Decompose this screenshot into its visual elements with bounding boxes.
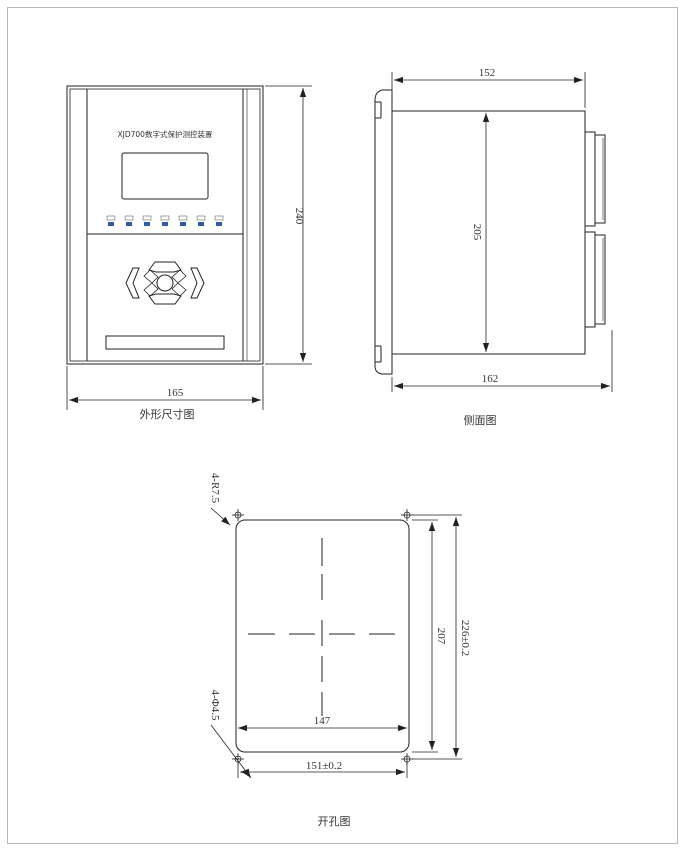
cutout-caption: 开孔图 [318, 815, 351, 828]
front-height-dim: 240 [293, 208, 305, 225]
side-bottom-dim: 162 [482, 373, 499, 385]
mounting-holes [232, 509, 413, 765]
side-caption: 侧面图 [464, 414, 497, 427]
cutout-outer-width-dim: 151±0.2 [306, 760, 342, 772]
side-body [391, 110, 586, 355]
led-indicators [108, 222, 222, 226]
key-enter [156, 274, 174, 292]
corner-radius-label: 4-R7.5 [209, 473, 221, 504]
cutout-view [232, 509, 413, 765]
front-width-dim: 165 [167, 387, 184, 399]
device-title: XJD700数字式保护测控装置 [118, 129, 213, 139]
key-right [190, 267, 205, 299]
side-view [374, 89, 606, 375]
lcd-screen [121, 152, 209, 200]
key-left [125, 267, 140, 299]
outer-frame [7, 7, 678, 844]
front-inner-frame [69, 88, 261, 362]
side-height-dim: 205 [471, 224, 483, 241]
cutout-opening [235, 519, 410, 753]
label-slot [105, 335, 225, 350]
cutout-dimensions [210, 507, 462, 779]
cutout-inner-height-dim: 207 [435, 628, 447, 645]
front-caption: 外形尺寸图 [140, 407, 195, 421]
rear-connector-lower [585, 231, 606, 328]
led-labels [106, 215, 224, 221]
rear-connector-upper [585, 131, 606, 227]
key-up [148, 261, 182, 273]
hole-label: 4-Φ4.5 [209, 690, 221, 721]
side-top-dim: 152 [479, 67, 496, 79]
cutout-inner-width-dim: 147 [314, 715, 331, 727]
cutout-outer-height-dim: 226±0.2 [459, 620, 471, 656]
side-front-plate [374, 89, 393, 375]
front-view [66, 85, 264, 365]
front-dimensions [66, 85, 312, 410]
front-outer-frame [66, 85, 264, 365]
side-dimensions [391, 72, 613, 392]
keypad [125, 261, 205, 305]
key-down [148, 293, 182, 305]
